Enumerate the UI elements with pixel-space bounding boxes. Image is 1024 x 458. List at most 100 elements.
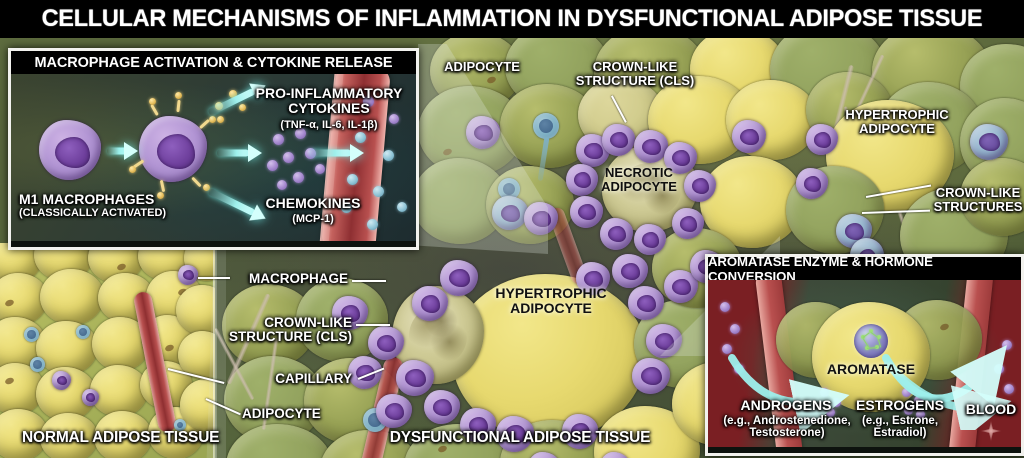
label-adipocyte-top: ADIPOCYTE bbox=[444, 59, 520, 74]
receptor-spike bbox=[159, 179, 166, 193]
immune-cell bbox=[174, 419, 186, 431]
panel-divider bbox=[213, 243, 217, 458]
label-estrogens: ESTROGENS bbox=[856, 397, 944, 413]
circulating-cell bbox=[355, 132, 366, 143]
receptor-spike bbox=[150, 104, 159, 116]
arrow-activation bbox=[107, 142, 138, 160]
macrophage-cell bbox=[609, 251, 651, 291]
chemokine-particle bbox=[293, 172, 304, 183]
arrow-into-bloodstream bbox=[311, 144, 364, 162]
label-chemokines-sub: (MCP-1) bbox=[292, 213, 334, 225]
cytokine-particle bbox=[239, 104, 246, 111]
chemokine-particle bbox=[305, 148, 316, 159]
circulating-cell bbox=[397, 202, 407, 212]
inset-panel-aromatase: AROMATASE ENZYME & HORMONE CONVERSION bbox=[705, 254, 1024, 456]
label-adipocyte-left: ADIPOCYTE bbox=[242, 406, 321, 421]
macrophage-cell bbox=[525, 449, 563, 458]
adipocyte-cell bbox=[176, 285, 215, 335]
inset-title-aromatase: AROMATASE ENZYME & HORMONE CONVERSION bbox=[708, 254, 933, 284]
adipocyte-cell bbox=[94, 411, 152, 458]
cytokine-particle bbox=[149, 98, 156, 105]
arrow-center-release bbox=[217, 144, 262, 162]
label-hypertrophic-adipocyte-center: HYPERTROPHIC ADIPOCYTE bbox=[495, 285, 607, 316]
chemokine-particle bbox=[277, 180, 287, 190]
inset-panel-macrophage-activation: MACROPHAGE ACTIVATION & CYTOKINE RELEASE bbox=[8, 48, 419, 250]
chemokine-particle bbox=[283, 152, 294, 163]
macrophage-cell bbox=[421, 387, 463, 427]
figure-title-bar: CELLULAR MECHANISMS OF INFLAMMATION IN D… bbox=[0, 0, 1024, 38]
macrophage-cell bbox=[373, 391, 415, 431]
label-chemokines: CHEMOKINES bbox=[265, 195, 361, 211]
circulating-cell bbox=[383, 150, 394, 161]
leader-line-normal-macrophage bbox=[198, 277, 230, 279]
chemokine-particle bbox=[273, 134, 284, 145]
circulating-cell bbox=[347, 174, 358, 185]
adipocyte-cell bbox=[178, 331, 215, 379]
caption-dysfunctional-adipose-tissue: DYSFUNCTIONAL ADIPOSE TISSUE bbox=[389, 429, 651, 446]
label-macrophage: MACROPHAGE bbox=[248, 271, 348, 286]
macrophage-cell bbox=[629, 355, 673, 397]
label-crown-like-structure-cls-left: CROWN-LIKE STRUCTURE (CLS) bbox=[229, 315, 352, 345]
macrophage-cell bbox=[393, 357, 437, 399]
estrogen-in-blood bbox=[1002, 340, 1012, 350]
immune-cell bbox=[533, 113, 559, 139]
circulating-cell bbox=[367, 219, 378, 230]
androgen-in-blood bbox=[722, 344, 732, 354]
macrophage-cell bbox=[567, 193, 606, 231]
estrogen-molecule bbox=[916, 410, 925, 419]
immune-cell bbox=[76, 325, 90, 339]
receptor-spike bbox=[191, 176, 202, 188]
label-pro-inflammatory-cytokines-sub: (TNF-α, IL-6, IL-1β) bbox=[280, 119, 378, 131]
receptor-spike bbox=[176, 99, 181, 113]
cytokine-particle bbox=[157, 192, 164, 199]
aromatase-enzyme-icon bbox=[854, 324, 888, 358]
circulating-cell bbox=[341, 202, 352, 213]
m1-macrophage-activated bbox=[136, 113, 210, 185]
label-pro-inflammatory-cytokines: PRO-INFLAMMATORY CYTOKINES bbox=[255, 85, 403, 116]
leader-line-macrophage bbox=[352, 280, 386, 282]
chemokine-particle bbox=[295, 128, 306, 139]
page-title: CELLULAR MECHANISMS OF INFLAMMATION IN D… bbox=[41, 5, 983, 32]
label-androgens: ANDROGENS bbox=[740, 397, 832, 413]
macrophage-cell bbox=[597, 215, 636, 253]
label-necrotic-adipocyte: NECROTIC ADIPOCYTE bbox=[601, 165, 677, 194]
adipocyte-cell bbox=[40, 269, 104, 325]
cytokine-particle bbox=[217, 116, 224, 123]
normal-tissue-panel bbox=[0, 243, 215, 458]
inset-header-macrophage-activation: MACROPHAGE ACTIVATION & CYTOKINE RELEASE bbox=[11, 51, 416, 74]
adipocyte-cell bbox=[40, 413, 98, 458]
arrow-androgen-uptake bbox=[728, 354, 850, 430]
androgen-in-blood bbox=[720, 302, 730, 312]
androgen-in-blood bbox=[730, 324, 740, 334]
label-blood: BLOOD bbox=[965, 401, 1017, 417]
cytokine-particle bbox=[229, 90, 237, 98]
inset-body-macrophage-activation: M1 MACROPHAGES (CLASSICALLY ACTIVATED) P… bbox=[11, 74, 416, 241]
adipocyte-cell bbox=[90, 365, 148, 417]
macrophage-cell bbox=[437, 257, 481, 299]
cytokine-particle bbox=[209, 116, 216, 123]
circulating-cell bbox=[363, 96, 374, 107]
estrogen-molecule bbox=[914, 396, 923, 405]
macrophage-cell bbox=[597, 449, 633, 458]
resident-macrophage bbox=[79, 386, 102, 409]
caption-normal-adipose-tissue: NORMAL ADIPOSE TISSUE bbox=[22, 429, 220, 446]
chemokine-particle bbox=[315, 164, 325, 174]
adipocyte-cell bbox=[960, 158, 1024, 236]
label-m1-macrophages: M1 MACROPHAGES bbox=[19, 191, 155, 207]
inset-header-aromatase: AROMATASE ENZYME & HORMONE CONVERSION bbox=[708, 257, 1021, 284]
cytokine-particle bbox=[129, 166, 136, 173]
cytokine-particle bbox=[203, 184, 210, 191]
label-m1-macrophages-sub: (CLASSICALLY ACTIVATED) bbox=[19, 207, 167, 219]
label-estrogens-sub: (e.g., Estrone, Estradiol) bbox=[861, 415, 939, 440]
estrogen-molecule bbox=[904, 406, 913, 415]
inset-body-aromatase: AROMATASE bbox=[708, 280, 1021, 447]
label-capillary: CAPILLARY bbox=[275, 371, 352, 386]
label-crown-like-structure-cls-top: CROWN-LIKE STRUCTURE (CLS) bbox=[575, 59, 695, 88]
m1-macrophage-resting bbox=[36, 117, 104, 183]
label-aromatase: AROMATASE bbox=[826, 361, 916, 377]
label-androgens-sub: (e.g., Androstenedione, Testosterone) bbox=[723, 415, 851, 440]
circulating-cell bbox=[389, 114, 399, 124]
inset-title-macrophage-activation: MACROPHAGE ACTIVATION & CYTOKINE RELEASE bbox=[34, 54, 393, 71]
chemokine-particle bbox=[267, 160, 278, 171]
circulating-cell bbox=[373, 186, 384, 197]
